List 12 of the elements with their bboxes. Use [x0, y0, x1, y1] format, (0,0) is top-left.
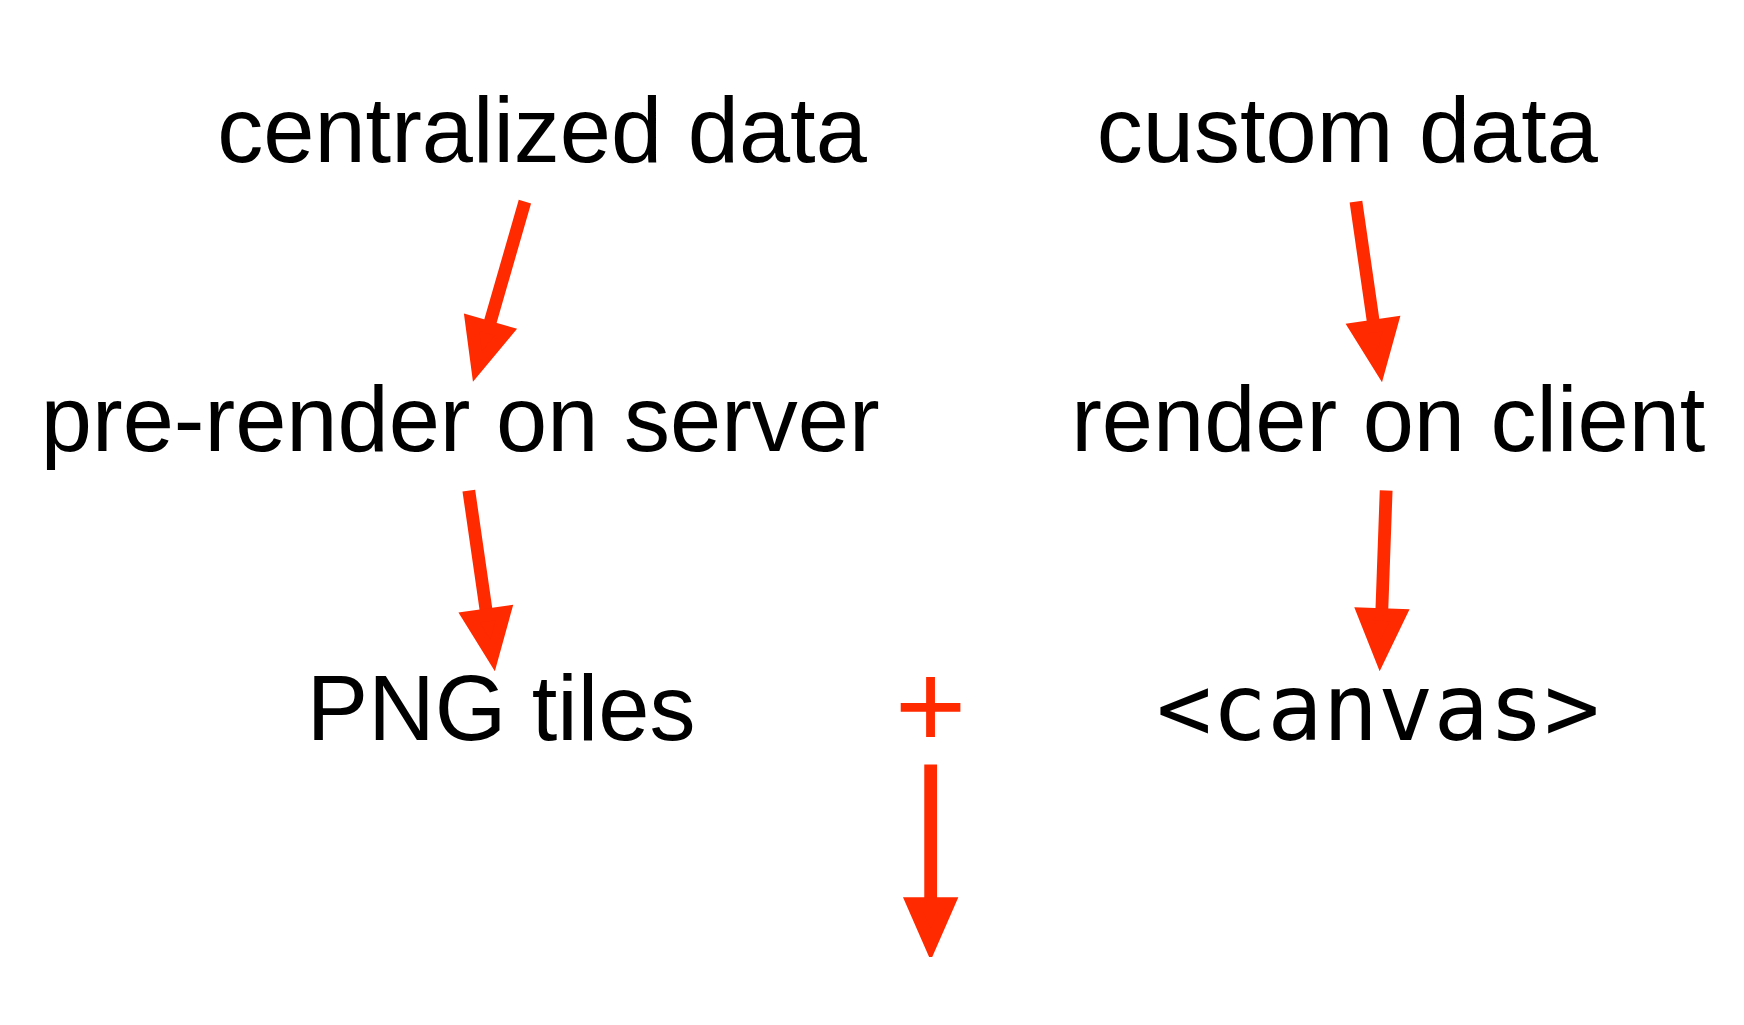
- node-text: +: [894, 636, 966, 774]
- node-text: pre-render on server: [40, 367, 880, 471]
- node-text: custom data: [1096, 79, 1598, 183]
- arrow: [1345, 200, 1400, 383]
- arrow: [463, 199, 531, 382]
- node-text: PNG tiles: [306, 656, 695, 760]
- node-text: <canvas>: [1155, 654, 1600, 762]
- node-text: centralized data: [216, 79, 867, 183]
- arrow: [902, 764, 958, 957]
- arrow: [1353, 490, 1410, 672]
- node-text: render on client: [1070, 367, 1705, 471]
- arrow: [457, 489, 513, 672]
